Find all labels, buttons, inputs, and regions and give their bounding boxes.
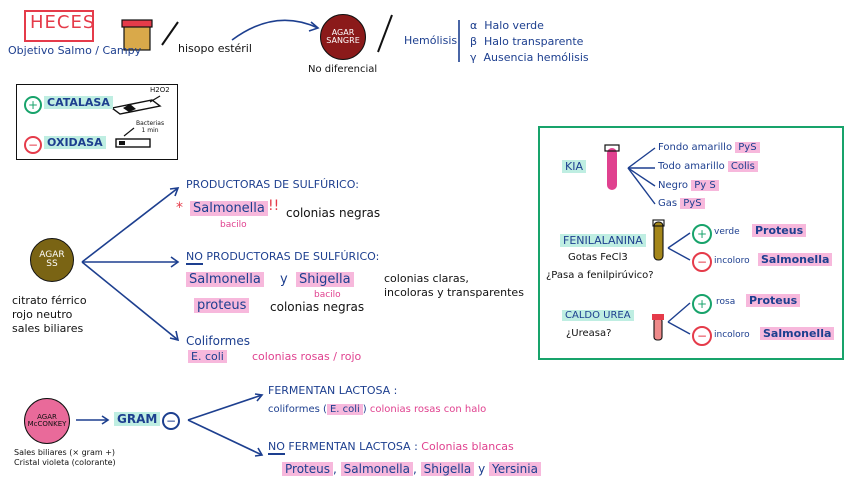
phenylalanine-plus-icon: + [692,224,712,244]
arrow-gram-non-lactose [187,419,263,456]
objective-text: Objetivo Salmo / Campy [8,44,142,57]
ecoli-label: E. coli [188,350,227,363]
black-colonies-text: colonias negras [286,206,381,220]
urea-minus-color: incoloro [714,330,750,340]
tests-box [16,84,178,160]
proteus-colonies-text: colonias negras [270,300,365,314]
slide-shape [110,99,162,115]
non-lactose-orgs: Proteus, Salmonella, Shigella y Yersinia [282,462,541,476]
kia-tube [607,148,617,190]
arrow-ss-producers [81,187,179,263]
oxidase-strip [115,138,151,148]
urea-plus-color: rosa [716,297,736,307]
swab-stick-2 [377,14,393,53]
plus-icon: + [24,96,42,114]
proteus-label: proteus [194,298,250,313]
phenylalanine-minus-color: incoloro [714,256,750,266]
swab-label: hisopo estéril [178,42,252,55]
gram-label: GRAM [114,412,161,426]
arrow-gram-lactose [187,394,263,421]
urea-plus-icon: + [692,294,712,314]
hemolysis-list: α Halo verde β Halo transparente γ Ausen… [470,18,589,66]
salmonella-non-producer: Salmonella [186,272,264,287]
phenylalanine-label: FENILALANINA [560,234,646,247]
phenylalanine-question: ¿Pasa a fenilpirúvico? [546,270,654,281]
blood-agar-caption: No diferencial [308,64,378,75]
swab-stick-1 [161,21,179,46]
kia-row-1: Todo amarillo Colis [658,161,758,172]
phenylalanine-drops: Gotas FeCl3 [568,252,628,263]
urea-plus-org: Proteus [746,294,801,307]
lactose-title: FERMENTAN LACTOSA : [268,384,398,397]
hemolysis-item-gamma: γ Ausencia hemólisis [470,51,589,64]
non-lactose-title: NO FERMENTAN LACTOSA : Colonias blancas [268,440,514,455]
pink-colonies-text: colonias rosas / rojo [252,350,362,363]
lactose-line: coliformes (E. coli) colonias rosas con … [268,404,487,415]
salmonella-producer: Salmonella [190,201,268,216]
arrow-ss-coliforms [81,261,179,341]
shigella-label: Shigella [296,272,354,287]
conjunction-y: y [280,272,288,287]
phenylalanine-plus-color: verde [714,227,740,237]
phenylalanine-tube [653,221,664,261]
page-title: HECES [30,12,96,33]
catalase-reagent: H2O2 [150,86,170,94]
arrow-swab-to-blood-agar [231,19,319,41]
urea-question: ¿Ureasa? [566,328,612,339]
mcconkey-notes: Sales biliares (× gram +)Cristal violeta… [14,448,116,467]
kia-label: KIA [562,160,586,173]
hemolysis-item-beta: β Halo transparente [470,35,584,48]
kia-row-2: Negro Py S [658,180,719,191]
hemolysis-item-alpha: α Halo verde [470,19,544,32]
kia-row-0: Fondo amarillo PyS [658,142,760,153]
phenylalanine-minus-icon: − [692,252,712,272]
bacilo-label: bacilo [220,220,247,230]
catalase-label: CATALASA [44,96,113,109]
bacilo-label-2: bacilo [314,290,341,300]
right-panel [538,126,844,360]
non-producers-title: NO PRODUCTORAS DE SULFÚRICO: [186,250,380,265]
coliforms-title: Coliformes [186,334,251,348]
exclamation-mark: !! [268,198,280,214]
phenylalanine-plus-org: Proteus [752,224,807,237]
producers-title: PRODUCTORAS DE SULFÚRICO: [186,178,359,191]
hemolysis-label: Hemólisis [404,34,458,47]
clear-colonies-text: colonias claras,incoloras y transparente… [384,272,524,299]
urea-minus-icon: − [692,326,712,346]
title-box [24,10,94,42]
kia-row-3: Gas PyS [658,198,705,209]
urea-minus-org: Salmonella [760,327,835,340]
oxidase-label: OXIDASA [44,136,106,149]
minus-icon: − [24,136,42,154]
phenylalanine-minus-org: Salmonella [758,253,833,266]
urea-label: CALDO UREA [562,310,634,321]
gram-minus-icon: − [162,412,180,430]
asterisk-mark: * [176,200,183,216]
